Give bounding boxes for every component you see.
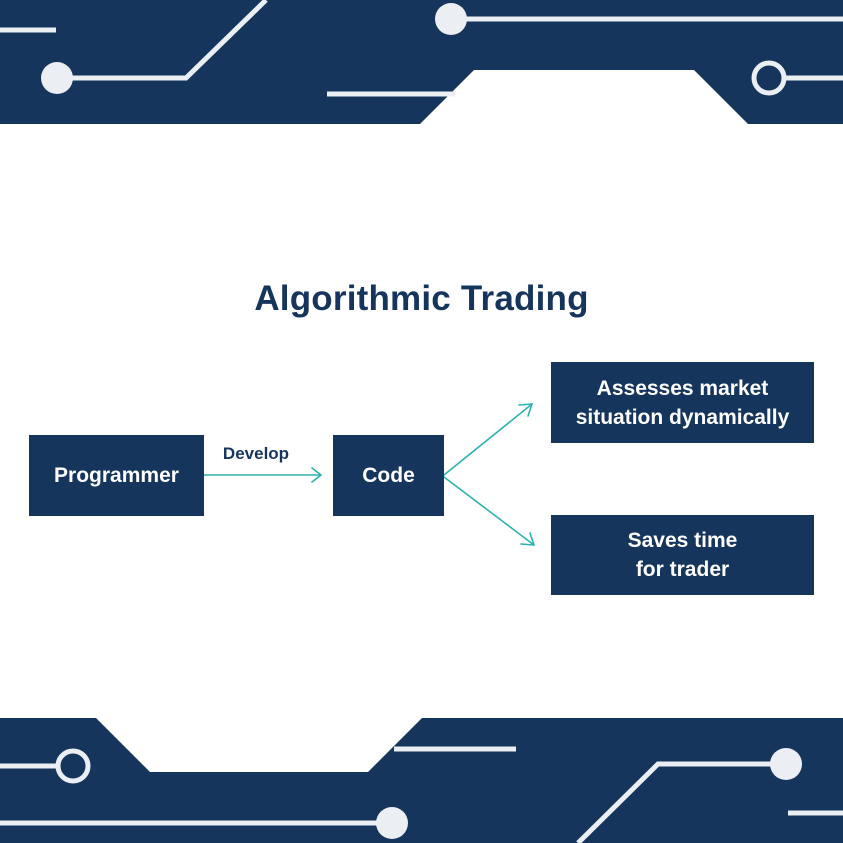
arrowhead-saves [520, 532, 535, 546]
edge-label-develop: Develop [222, 444, 290, 463]
circuit-node [435, 3, 467, 35]
arrow-to-assesses [443, 403, 533, 476]
node-assesses-market: Assesses market situation dynamically [551, 362, 814, 443]
node-saves-time: Saves time for trader [551, 515, 814, 595]
bottom-circuit-band [0, 718, 843, 843]
bottom-band-shape [0, 718, 843, 843]
circuit-node [770, 748, 802, 780]
node-label: Saves time for trader [627, 529, 738, 581]
arrowhead-assesses [518, 403, 533, 417]
circuit-line [57, 0, 268, 81]
circuit-ring [55, 748, 91, 784]
circuit-node [41, 62, 73, 94]
node-label: Code [362, 464, 415, 487]
node-code: Code [333, 435, 444, 516]
top-circuit-band [0, 0, 843, 124]
arrowhead-develop [311, 467, 322, 483]
circuit-ring [751, 60, 787, 96]
node-label: Programmer [54, 464, 179, 487]
circuit-node [376, 807, 408, 839]
top-band-shape [0, 0, 843, 124]
arrow-to-saves [443, 476, 535, 546]
node-programmer: Programmer [29, 435, 204, 516]
node-label: Assesses market situation dynamically [575, 376, 790, 429]
circuit-line [576, 761, 786, 843]
diagram-title: Algorithmic Trading [254, 279, 589, 319]
